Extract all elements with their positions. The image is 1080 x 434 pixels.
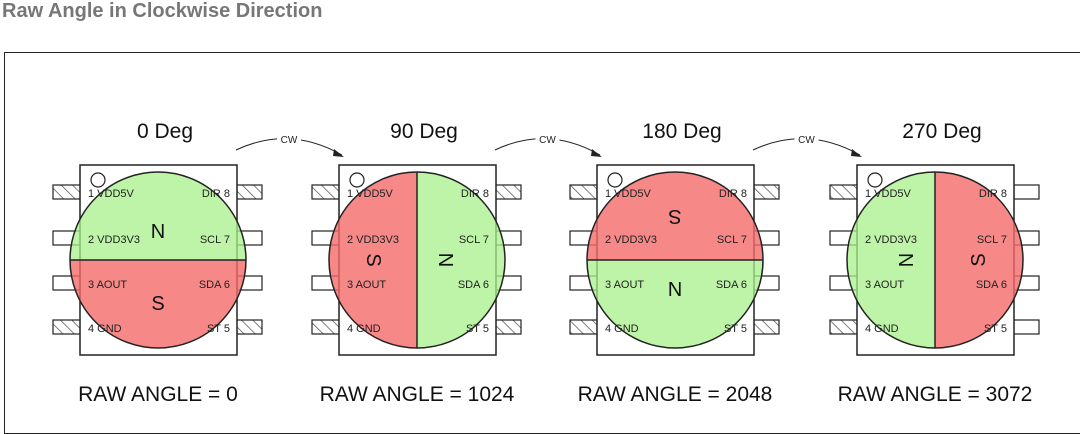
pin-label-left: 4 GND	[347, 323, 381, 335]
pin-label-right: DIR 8	[202, 188, 230, 200]
cw-label-bg	[535, 133, 560, 145]
raw-angle-label: RAW ANGLE = 0	[78, 383, 238, 406]
pin-label-left: 4 GND	[605, 323, 639, 335]
pin-label-left: 1 VDD5V	[88, 188, 135, 200]
north-pole-label: N	[434, 253, 456, 267]
pin1-marker-icon	[867, 172, 883, 188]
arrowhead-icon	[591, 149, 602, 157]
pin1-marker-icon	[607, 172, 623, 188]
north-pole-label: N	[151, 221, 165, 243]
pin-left	[829, 184, 860, 200]
magnet-north-half	[847, 172, 935, 348]
pin-label-right: SDA 6	[458, 279, 489, 291]
raw-angle-label: RAW ANGLE = 2048	[578, 383, 773, 406]
magnet: NS	[328, 171, 506, 349]
magnet-south-half	[70, 260, 246, 348]
magnet-north-half	[587, 260, 763, 348]
angle-label: 180 Deg	[642, 120, 721, 143]
arrowhead-icon	[851, 149, 862, 157]
pin1-marker-icon	[90, 172, 106, 188]
pin-label-left: 3 AOUT	[88, 279, 127, 291]
page-title: Raw Angle in Clockwise Direction	[2, 0, 323, 22]
magnet-north-half	[417, 172, 505, 348]
pin-label-right: ST 5	[466, 323, 489, 335]
cw-label-bg	[794, 133, 819, 145]
cw-label: CW	[281, 135, 298, 146]
pin-label-right: ST 5	[207, 323, 230, 335]
pin-label-right: ST 5	[984, 323, 1007, 335]
south-pole-label: S	[362, 253, 384, 266]
pin-left	[52, 184, 83, 200]
pin-label-right: DIR 8	[979, 188, 1007, 200]
pin-label-left: 2 VDD3V3	[605, 234, 657, 246]
pin-left	[569, 319, 600, 335]
north-pole-label: N	[896, 253, 918, 267]
pin-label-left: 3 AOUT	[605, 279, 644, 291]
pin-label-right: DIR 8	[461, 188, 489, 200]
cw-label: CW	[798, 135, 815, 146]
magnet-south-half	[329, 172, 417, 348]
angle-label: 90 Deg	[390, 120, 458, 143]
magnet: NS	[586, 171, 764, 349]
pin-label-right: SDA 6	[976, 279, 1007, 291]
pin-label-left: 4 GND	[865, 323, 899, 335]
pin-label-right: ST 5	[724, 323, 747, 335]
south-pole-label: S	[668, 205, 681, 227]
pin-left	[52, 319, 83, 335]
pin-label-right: SDA 6	[716, 279, 747, 291]
arrowhead-icon	[333, 149, 344, 157]
pin-label-left: 1 VDD5V	[347, 188, 394, 200]
pin-label-right: SCL 7	[717, 234, 747, 246]
angle-label: 270 Deg	[902, 120, 981, 143]
south-pole-label: S	[968, 253, 990, 266]
pin-label-left: 4 GND	[88, 323, 122, 335]
cw-label-bg	[277, 133, 301, 145]
magnet-south-half	[935, 172, 1023, 348]
pin-label-right: SCL 7	[459, 234, 489, 246]
pin-label-left: 1 VDD5V	[605, 188, 652, 200]
pin-label-left: 3 AOUT	[865, 279, 904, 291]
pin-label-left: 1 VDD5V	[865, 188, 912, 200]
magnet-south-half	[587, 172, 763, 260]
magnet: NS	[69, 171, 247, 349]
south-pole-label: S	[151, 293, 164, 315]
angle-label: 0 Deg	[137, 120, 193, 143]
raw-angle-label: RAW ANGLE = 3072	[838, 383, 1033, 406]
pin-left	[311, 184, 342, 200]
north-pole-label: N	[668, 277, 682, 299]
pin-left	[829, 319, 860, 335]
pin-label-right: DIR 8	[719, 188, 747, 200]
raw-angle-label: RAW ANGLE = 1024	[320, 383, 515, 406]
pin-label-right: SCL 7	[200, 234, 230, 246]
pin-label-left: 2 VDD3V3	[347, 234, 399, 246]
pin-label-left: 2 VDD3V3	[865, 234, 917, 246]
cw-label: CW	[539, 135, 556, 146]
pin-label-right: SCL 7	[977, 234, 1007, 246]
pin-left	[311, 319, 342, 335]
pin1-marker-icon	[349, 172, 365, 188]
magnet-north-half	[70, 172, 246, 260]
pin-label-left: 2 VDD3V3	[88, 234, 140, 246]
pin-left	[569, 184, 600, 200]
pin-label-right: SDA 6	[199, 279, 230, 291]
pin-label-left: 3 AOUT	[347, 279, 386, 291]
